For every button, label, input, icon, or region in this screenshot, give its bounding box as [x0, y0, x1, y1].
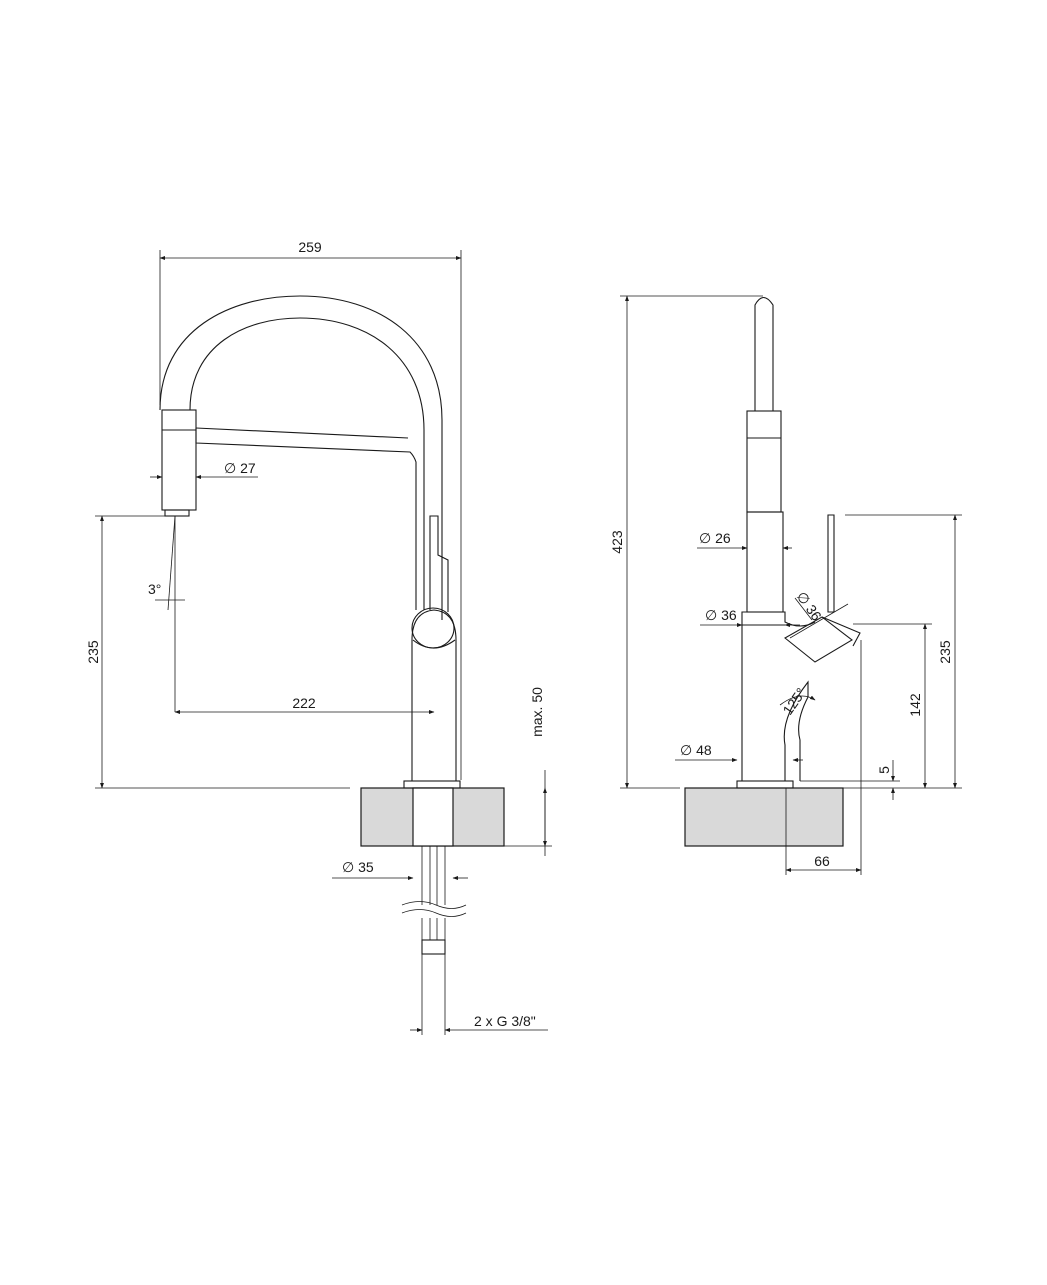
dim-body-diameter: ∅ 36: [705, 607, 737, 623]
front-hose-inner: [189, 317, 425, 610]
dim-total-width: 259: [298, 239, 322, 255]
front-lever: [429, 515, 449, 612]
front-hose-outer: [159, 295, 443, 620]
side-spray-head: [746, 410, 782, 513]
dim-connections: 2 x G 3/8": [474, 1013, 536, 1029]
side-lever: [827, 514, 835, 613]
front-spray-arm: [195, 428, 417, 610]
dim-lever-height: 235: [937, 640, 953, 664]
dim-outlet-reach: 222: [292, 695, 316, 711]
dim-hose-diameter: ∅ 26: [699, 530, 731, 546]
dim-base-diameter: ∅ 48: [680, 742, 712, 758]
dim-max-counter-thickness: max. 50: [529, 687, 545, 737]
dim-mount-diameter: ∅ 35: [342, 859, 374, 875]
front-mount-hole: [412, 787, 454, 847]
front-body: [411, 609, 457, 781]
front-base-plate: [403, 780, 461, 789]
dim-projection: 66: [814, 853, 830, 869]
dim-total-height: 423: [609, 530, 625, 554]
dim-spray-angle: 3°: [148, 581, 161, 597]
front-handle-knob: [411, 607, 455, 649]
side-handle: [784, 616, 853, 663]
dim-handle-height: 142: [907, 693, 923, 717]
dim-outlet-height: 235: [85, 640, 101, 664]
front-view: 259 ∅ 27 3° 235 222 max. 50 ∅ 35 2 x G 3…: [85, 239, 552, 1035]
side-base-plate: [736, 780, 794, 789]
dim-spray-head-diameter: ∅ 27: [224, 460, 256, 476]
front-connector-nut: [421, 939, 446, 955]
dim-base-offset: 5: [876, 766, 892, 774]
front-spray-head: [161, 409, 197, 511]
side-countertop: [684, 787, 844, 847]
dim-handle-angle: 125°: [779, 685, 809, 718]
side-hose: [746, 511, 784, 613]
side-view: 423 ∅ 26 ∅ 36 ∅ 48 ∅ 36 125° 142 235: [609, 295, 962, 875]
side-hose-top: [754, 296, 774, 411]
